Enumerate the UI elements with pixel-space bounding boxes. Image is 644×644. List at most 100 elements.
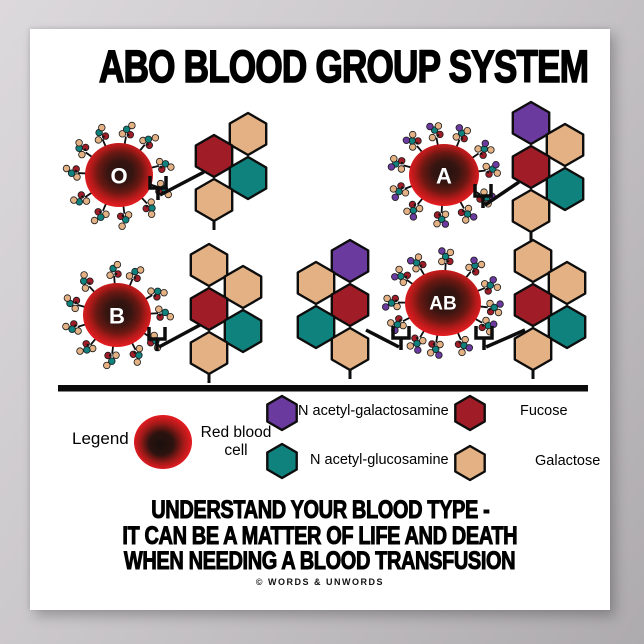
galactose-dot <box>393 302 401 311</box>
fucose-dot <box>72 165 80 173</box>
linker-dot <box>121 214 124 218</box>
linker-dot <box>486 287 489 291</box>
legend-item-label-n-acetyl-glucosamine: N acetyl-glucosamine <box>310 452 449 468</box>
n-acetyl-galactosamine-dot <box>409 213 418 221</box>
galactose-dot <box>63 294 72 302</box>
galactose-dot <box>76 347 84 355</box>
cell-label-A: A <box>436 164 452 189</box>
antigen-cluster <box>389 182 413 201</box>
fucose-hexagon <box>513 282 553 328</box>
antigen-cluster <box>454 332 473 357</box>
fucose-hexagon <box>194 133 234 179</box>
antigen-stem <box>84 191 93 198</box>
antigen-cluster <box>426 122 444 146</box>
galactose-dot <box>493 169 501 177</box>
antigen-stem <box>77 323 86 328</box>
galactose-dot <box>403 207 411 215</box>
antigen-cluster <box>129 342 144 366</box>
galactose-dot <box>436 340 444 349</box>
antigen-stem <box>140 197 148 205</box>
footer-line: UNDERSTAND YOUR BLOOD TYPE - <box>150 496 490 525</box>
linker-dot <box>486 171 490 174</box>
antigen-stem <box>139 144 146 152</box>
n-acetyl-galactosamine-hexagon <box>511 100 551 146</box>
linker-dot <box>401 186 404 189</box>
n-acetyl-glucosamine-dot <box>67 169 76 177</box>
galactose-dot <box>71 304 79 313</box>
linker-dot <box>114 272 118 276</box>
cell-label-AB: AB <box>429 294 456 315</box>
linker-dot <box>416 336 419 340</box>
linker-dot <box>145 205 149 208</box>
antigen-stem <box>123 136 127 145</box>
galactose-dot <box>419 337 427 345</box>
linker-dot <box>133 276 137 280</box>
n-acetyl-glucosamine-hexagon <box>545 166 585 212</box>
n-acetyl-glucosamine-dot <box>108 357 116 365</box>
fucose-dot <box>398 157 406 165</box>
fucose-dot <box>428 340 436 348</box>
galactose-dot <box>409 130 417 139</box>
antigen-cluster <box>457 200 478 224</box>
galactose-dot <box>415 204 424 213</box>
linker-dot <box>419 264 423 267</box>
membrane-fork <box>147 327 167 351</box>
antigen-stem <box>122 205 126 214</box>
n-acetyl-glucosamine-dot <box>490 303 498 312</box>
galactose-dot <box>147 198 155 206</box>
antigen-cluster <box>62 320 86 335</box>
galactose-dot <box>73 173 81 181</box>
antigen-cluster <box>125 266 145 287</box>
galactose-dot <box>414 253 423 261</box>
antigen-stem <box>459 200 465 209</box>
galactose-dot <box>487 146 495 154</box>
antigen-cluster <box>139 134 160 152</box>
membrane-fork <box>473 184 493 208</box>
antigen-cluster <box>140 197 156 218</box>
galactose-dot <box>397 165 406 173</box>
n-acetyl-galactosamine-dot <box>455 124 463 132</box>
fucose-dot <box>156 313 164 321</box>
antigen-cluster <box>103 345 120 370</box>
antigen-cluster <box>63 294 86 313</box>
galactose-dot <box>389 185 398 193</box>
galactose-dot <box>428 133 437 142</box>
galactose-dot <box>446 248 455 257</box>
galactose-hexagon <box>296 260 336 306</box>
fucose-dot <box>77 191 85 199</box>
galactose-dot <box>166 313 174 321</box>
n-acetyl-galactosamine-dot <box>481 139 489 148</box>
poster-title: ABO BLOOD GROUP SYSTEM <box>30 40 610 93</box>
n-acetyl-glucosamine-dot <box>441 252 450 261</box>
n-acetyl-galactosamine-hexagon <box>330 238 370 284</box>
galactose-dot <box>434 122 443 130</box>
galactose-dot <box>465 263 473 272</box>
galactose-dot <box>151 134 160 142</box>
n-acetyl-galactosamine-dot <box>470 256 478 264</box>
antigen-cluster <box>387 315 411 335</box>
legend-fucose-hexagon <box>454 394 486 432</box>
linker-dot <box>404 275 408 279</box>
red-blood-cell-B <box>83 283 151 347</box>
linker-dot <box>108 354 112 357</box>
membrane-fork <box>148 176 168 200</box>
galactose-dot <box>433 219 441 228</box>
fucose-dot <box>126 130 134 139</box>
linker-dot <box>413 203 416 207</box>
linker-dot <box>488 308 491 311</box>
linker-dot <box>394 299 398 302</box>
fucose-dot <box>457 208 466 217</box>
n-acetyl-glucosamine-dot <box>83 346 91 354</box>
galactose-dot <box>167 163 175 171</box>
galactose-dot <box>112 351 120 359</box>
antigen-cluster <box>391 265 414 286</box>
antigen-cluster <box>70 191 93 206</box>
n-acetyl-galactosamine-dot <box>438 247 446 255</box>
antigen-stem <box>405 278 414 286</box>
galactose-dot <box>462 216 470 224</box>
galactose-dot <box>103 361 111 370</box>
antigen-stem <box>77 304 86 308</box>
galactose-dot <box>426 349 435 357</box>
n-acetyl-glucosamine-dot <box>409 206 418 215</box>
